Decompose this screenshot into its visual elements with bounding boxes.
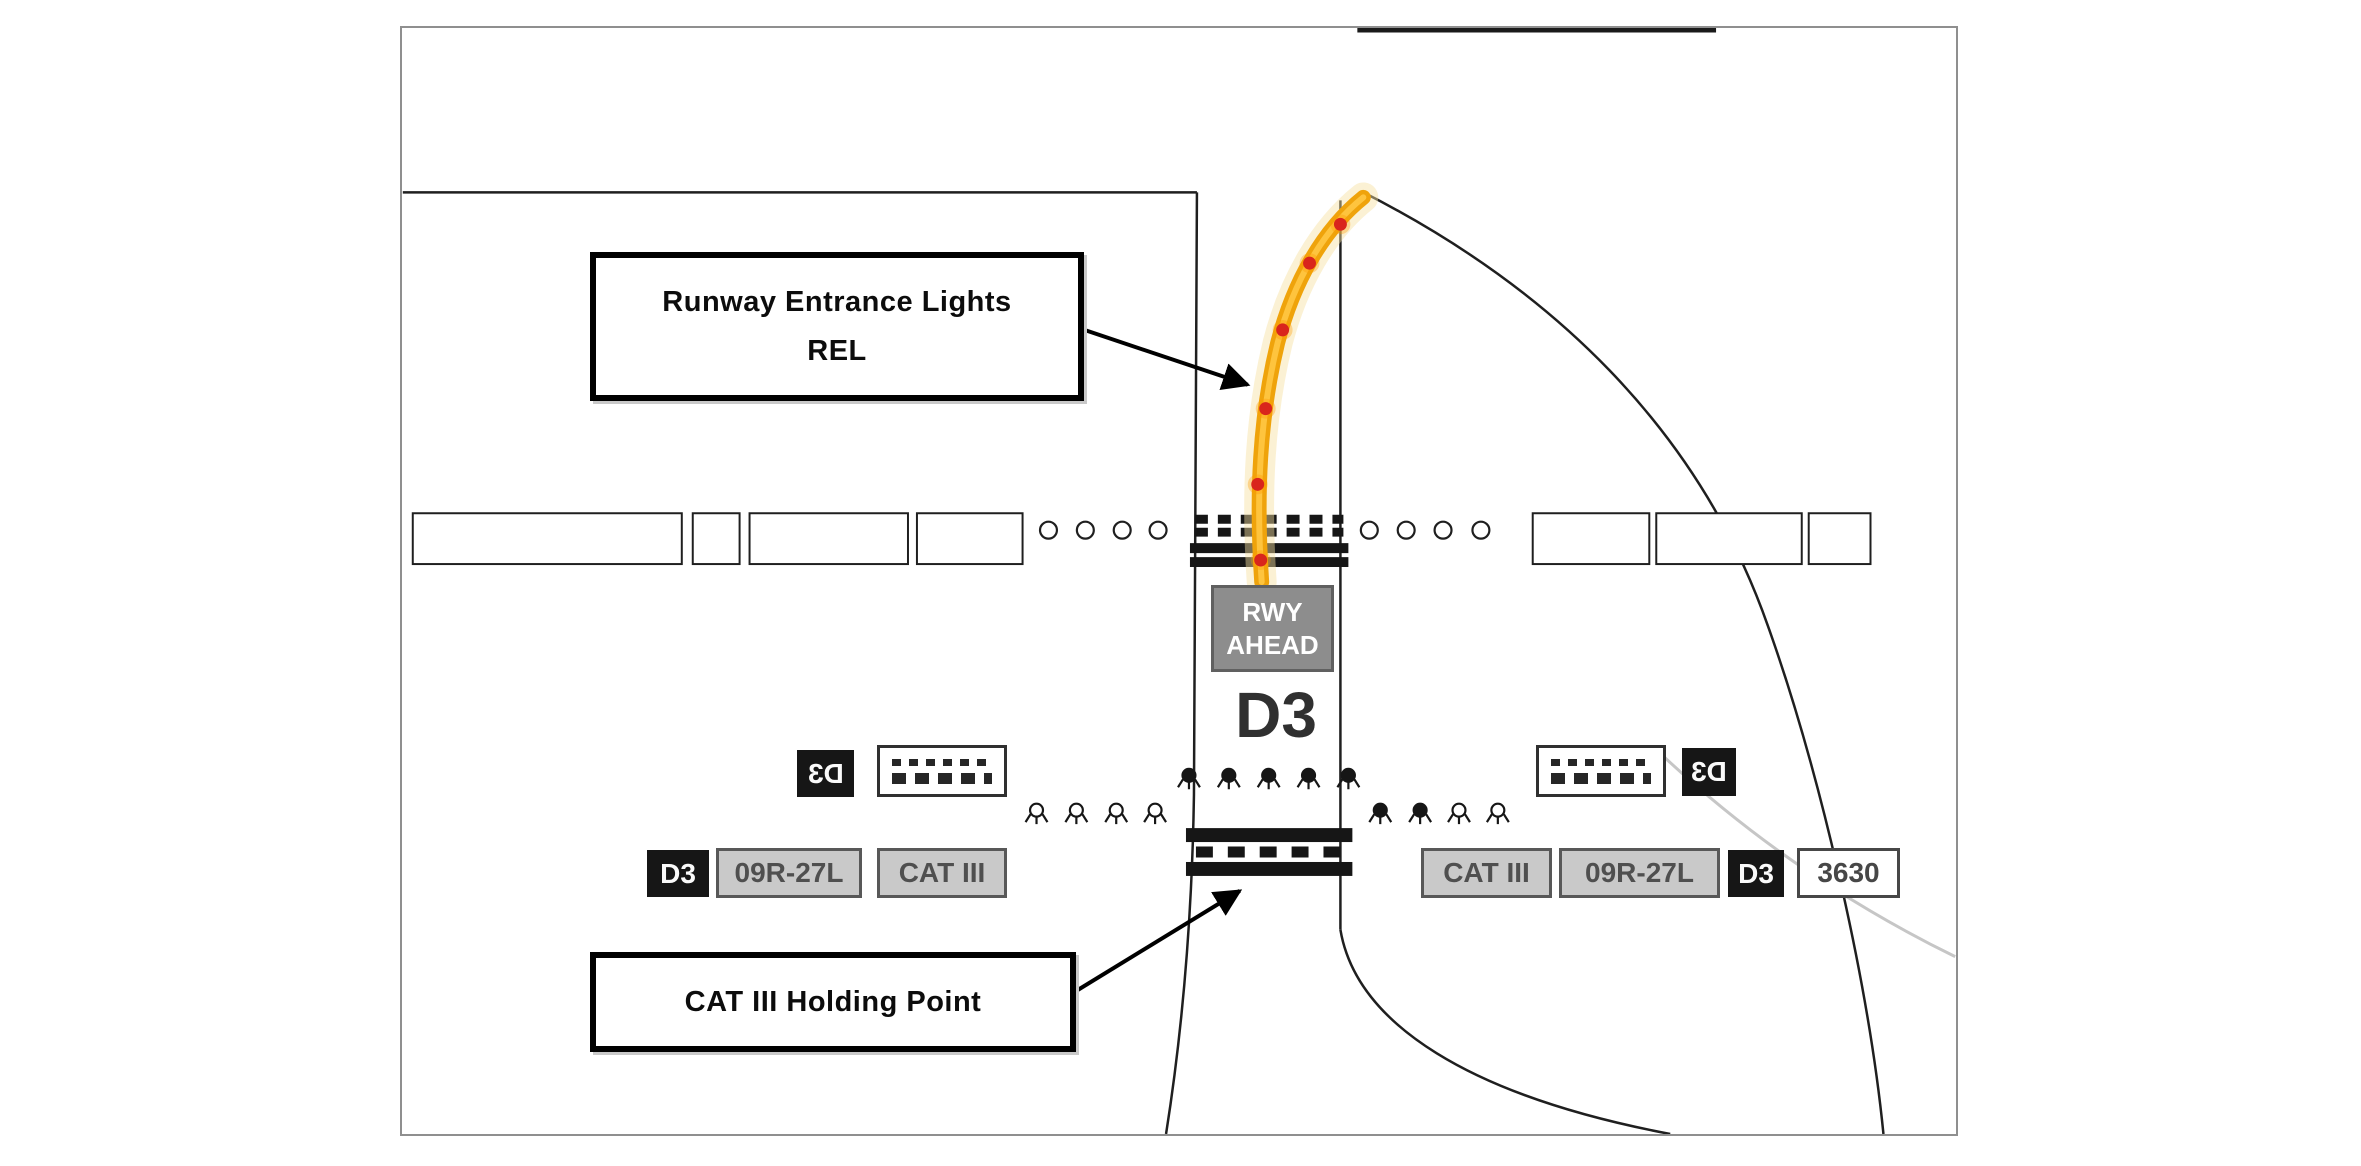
guard-light-lit-icon (1368, 802, 1393, 826)
marking-block (915, 512, 1024, 566)
rel-light-icon (1251, 477, 1265, 491)
lead-on-core (1256, 194, 1367, 585)
guard-light-lit-icon (1216, 767, 1241, 791)
light-circles-row (1038, 520, 1491, 540)
callout-arrows (1069, 328, 1251, 997)
d3-location-sign-right: D3 (1728, 850, 1784, 897)
guard-light-unlit-icon (1104, 802, 1129, 826)
rwy-ahead-line2: AHEAD (1226, 629, 1319, 660)
cat3-callout-box: CAT III Holding Point (590, 952, 1076, 1052)
d3-location-sign-left: D3 (647, 850, 709, 897)
runway-designation-sign-left: 09R-27L (716, 848, 862, 898)
marking-block (691, 512, 741, 566)
rel-arrow (1083, 328, 1251, 390)
pattern-dashes-small (1551, 758, 1651, 766)
light-circle (1433, 520, 1453, 540)
marking-bar (1185, 828, 1353, 843)
pattern-dashes-large (892, 772, 992, 784)
distance-remaining-sign: 3630 (1797, 848, 1900, 898)
taxiway-designation-pavement-label: D3 (1235, 679, 1317, 751)
rwy-ahead-line1: RWY (1242, 597, 1303, 627)
rel-lights (1247, 214, 1351, 571)
pattern-dashes-small (892, 758, 992, 766)
guard-light-unlit-icon (1446, 802, 1472, 826)
marking-bar (1185, 861, 1353, 876)
marking-block (1655, 512, 1803, 566)
light-circle (1359, 520, 1379, 540)
d3-sign-back-right: D3 (1682, 748, 1736, 796)
rel-callout-line2: REL (807, 334, 867, 367)
guard-light-unlit-icon (1024, 802, 1049, 826)
guard-light-lit-icon (1176, 767, 1202, 791)
adjacent-taxiway-curve (1364, 192, 1885, 1134)
taxiway-left-edge (1164, 192, 1199, 1134)
light-circle (1038, 520, 1059, 540)
light-circle (1112, 520, 1132, 540)
rel-callout-box: Runway Entrance Lights REL (590, 252, 1084, 401)
d3-sign-back-right-label: D3 (1691, 756, 1727, 787)
light-circle (1075, 520, 1095, 540)
taxiway-right-fillet (1339, 929, 1671, 1134)
rwy-ahead-sign: RWY AHEAD (1211, 585, 1334, 672)
guard-light-lit-icon (1296, 767, 1321, 791)
cat1-holding-position-marking (1189, 514, 1349, 568)
runway-designation-sign-right: 09R-27L (1559, 848, 1720, 898)
light-circle (1396, 520, 1416, 540)
marking-blocks-row (411, 512, 1872, 566)
light-circle (1148, 520, 1168, 540)
runway-guard-lights (1024, 767, 1510, 826)
rel-light-icon (1276, 323, 1290, 337)
cat3-sign-left: CAT III (877, 848, 1007, 898)
marking-block (1807, 512, 1872, 566)
pattern-dashes-large (1551, 772, 1651, 784)
guard-light-unlit-icon (1064, 802, 1089, 826)
cat3-arrow (1069, 889, 1243, 997)
cat3-holding-position-marking (1185, 828, 1353, 876)
guard-light-unlit-icon (1143, 802, 1168, 826)
cat3-sign-right: CAT III (1421, 848, 1552, 898)
marking-block (1531, 512, 1651, 566)
marking-block (748, 512, 909, 566)
guard-light-lit-icon (1408, 802, 1433, 826)
rel-light-icon (1333, 217, 1347, 231)
rel-light-icon (1259, 402, 1273, 416)
rel-light-icon (1303, 256, 1317, 270)
holding-marking-pattern-sign-right (1536, 745, 1666, 797)
lead-on-line (1244, 182, 1379, 597)
marking-block (411, 512, 683, 566)
airfield-diagram-figure: RWY AHEAD D3 D3 D3 D3 09R-27L CAT III CA… (400, 26, 1958, 1136)
guard-light-lit-icon (1256, 767, 1281, 791)
light-circle (1471, 520, 1491, 540)
guard-light-unlit-icon (1485, 802, 1510, 826)
d3-sign-back-left: D3 (797, 750, 854, 797)
d3-sign-back-left-label: D3 (807, 757, 844, 789)
rel-callout-line1: Runway Entrance Lights (662, 285, 1012, 318)
cat3-callout-label: CAT III Holding Point (684, 985, 982, 1018)
rel-light-icon (1254, 553, 1268, 567)
holding-marking-pattern-sign-left (877, 745, 1007, 797)
